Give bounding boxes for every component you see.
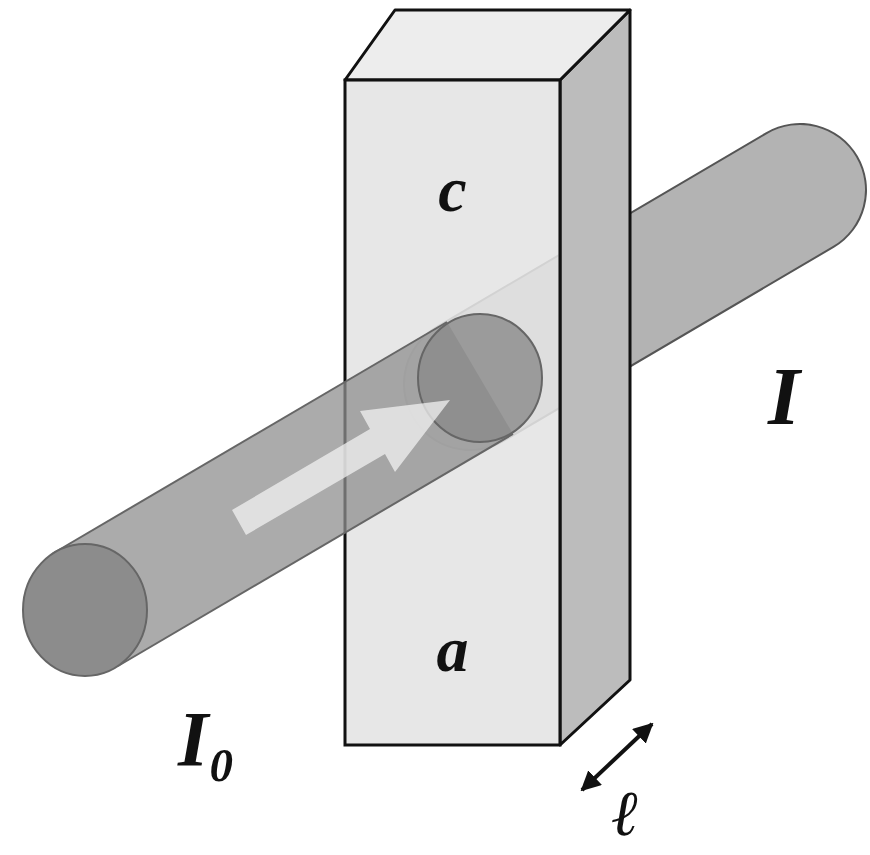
slab-region: ca [345,80,560,745]
beam-face [418,314,542,442]
region-label: c [438,158,466,222]
slab-top [345,10,630,80]
transmitted-intensity: I [768,356,800,438]
beam-arrow [232,400,450,535]
path-length: ℓ [612,782,639,846]
slab-side [560,10,630,745]
region-label: a [437,618,469,682]
thickness-arrow [582,724,652,790]
incident-intensity: I₀ [178,700,236,778]
beam-end [23,544,147,676]
